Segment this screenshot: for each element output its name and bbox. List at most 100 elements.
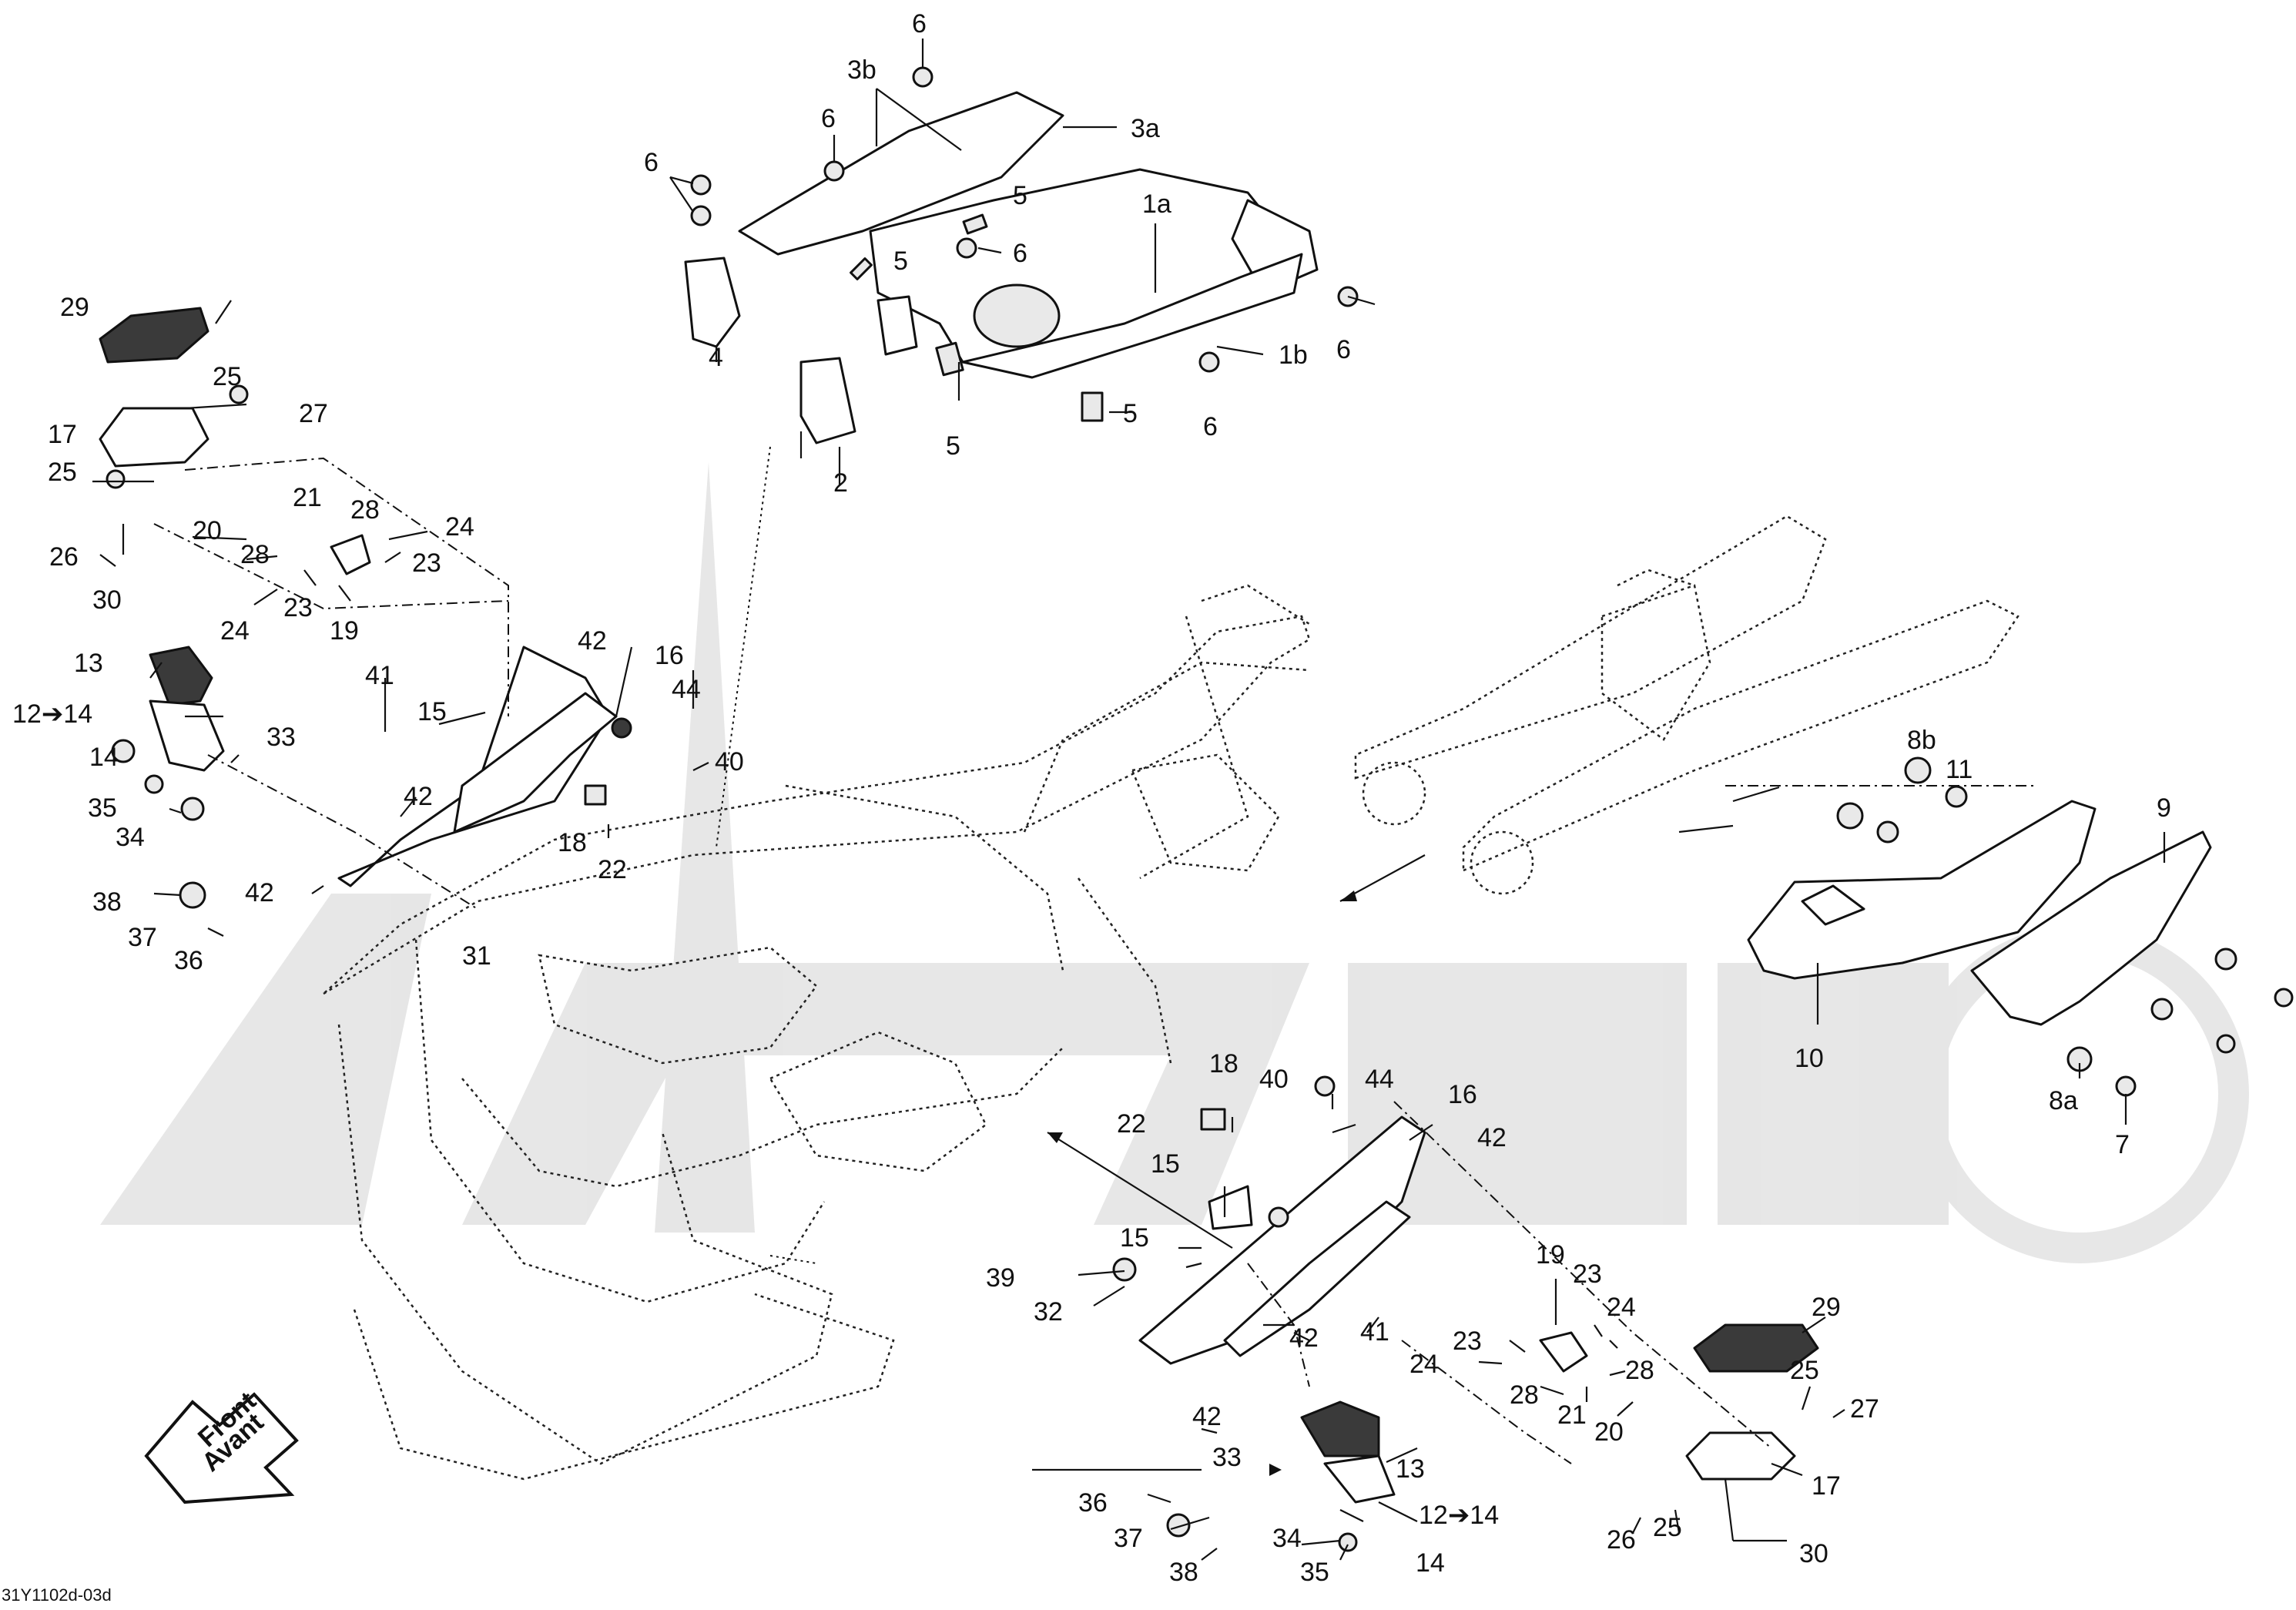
callout-38: 38	[92, 887, 122, 917]
callout-19: 19	[1536, 1240, 1565, 1270]
callout-23: 23	[1573, 1259, 1602, 1289]
callout-42: 42	[1192, 1402, 1222, 1431]
callout-30: 30	[1799, 1539, 1828, 1568]
callout-10: 10	[1795, 1044, 1824, 1073]
callout-15: 15	[417, 697, 447, 726]
callout-42: 42	[404, 782, 433, 811]
callout-16: 16	[1448, 1080, 1477, 1109]
callout-39: 39	[986, 1263, 1015, 1293]
callout-25: 25	[1790, 1356, 1819, 1385]
callout-32: 32	[1034, 1297, 1063, 1327]
callout-16: 16	[655, 641, 684, 670]
assembly-lines	[153, 446, 2033, 1476]
callout-5: 5	[1013, 181, 1027, 210]
watermark-logo	[100, 462, 2249, 1263]
callout-34: 34	[1272, 1524, 1302, 1553]
callout-9: 9	[2157, 793, 2171, 823]
callout-44: 44	[672, 675, 701, 704]
callout-34: 34	[116, 823, 145, 852]
callout-13: 13	[1396, 1454, 1425, 1484]
callout-29: 29	[60, 293, 89, 322]
callout-12-14: 12➔14	[12, 699, 92, 729]
right-footrest-assembly	[1112, 1075, 1819, 1552]
callout-6: 6	[1203, 412, 1218, 441]
callout-1a: 1a	[1142, 190, 1171, 219]
callout-22: 22	[1117, 1109, 1146, 1139]
callout-7: 7	[2115, 1130, 2130, 1159]
callout-1b: 1b	[1279, 340, 1308, 370]
callout-15: 15	[1151, 1149, 1180, 1179]
callout-36: 36	[1078, 1488, 1108, 1518]
callout-41: 41	[365, 661, 394, 690]
callout-18: 18	[1209, 1049, 1238, 1078]
callout-40: 40	[1259, 1065, 1289, 1094]
callout-26: 26	[1607, 1525, 1636, 1555]
callout-6: 6	[1013, 239, 1027, 268]
callout-21: 21	[293, 483, 322, 512]
callout-12-14: 12➔14	[1419, 1501, 1499, 1530]
callout-29: 29	[1812, 1293, 1841, 1322]
callout-25: 25	[213, 362, 242, 391]
callout-23: 23	[412, 548, 441, 578]
callout-25: 25	[48, 458, 77, 487]
callout-5: 5	[1123, 399, 1138, 428]
callout-14: 14	[1416, 1548, 1445, 1578]
callout-41: 41	[1360, 1317, 1389, 1347]
document-code: 31Y1102d-03d	[2, 1585, 112, 1605]
front-direction-arrow: Front Avant	[144, 1387, 299, 1504]
callout-23: 23	[1453, 1327, 1482, 1356]
callout-27: 27	[1850, 1394, 1879, 1424]
callout-33: 33	[1212, 1443, 1242, 1472]
callout-42: 42	[245, 878, 274, 907]
callout-24: 24	[1607, 1293, 1636, 1322]
callout-28: 28	[350, 495, 380, 525]
callout-38: 38	[1169, 1558, 1198, 1587]
callout-3b: 3b	[847, 55, 877, 85]
callout-6: 6	[1336, 335, 1351, 364]
callout-28: 28	[1625, 1356, 1654, 1385]
callout-37: 37	[1114, 1524, 1143, 1553]
callout-6: 6	[821, 104, 836, 133]
callout-8a: 8a	[2049, 1086, 2078, 1115]
callout-25: 25	[1653, 1513, 1682, 1542]
callout-17: 17	[1812, 1471, 1841, 1501]
callout-4: 4	[709, 343, 723, 372]
callout-36: 36	[174, 946, 203, 975]
leader-lines	[92, 39, 2166, 1561]
callout-labels: 6 3b 3a 6 6 5 1a 6 5 1b 6 4 5 6 5 2 29 2…	[12, 9, 2171, 1587]
callout-40: 40	[715, 747, 744, 776]
callout-42: 42	[1477, 1123, 1507, 1152]
callout-19: 19	[330, 616, 359, 646]
bumper-brackets-group	[684, 66, 1359, 444]
callout-18: 18	[558, 828, 587, 857]
callout-13: 13	[74, 649, 103, 678]
callout-35: 35	[1300, 1558, 1329, 1587]
callout-15: 15	[1120, 1223, 1149, 1253]
callout-5: 5	[946, 431, 960, 461]
callout-35: 35	[88, 793, 117, 823]
callout-24: 24	[445, 512, 474, 542]
callout-21: 21	[1557, 1400, 1587, 1430]
callout-6: 6	[644, 148, 659, 177]
callout-5: 5	[893, 247, 908, 276]
callout-24: 24	[220, 616, 250, 646]
callout-24: 24	[1409, 1350, 1439, 1379]
callout-28: 28	[240, 540, 270, 569]
callout-42: 42	[578, 626, 607, 656]
callout-17: 17	[48, 420, 77, 449]
callout-27: 27	[299, 399, 328, 428]
callout-6: 6	[912, 9, 927, 39]
callout-28: 28	[1510, 1380, 1539, 1410]
callout-14: 14	[89, 743, 119, 772]
callout-33: 33	[266, 723, 296, 752]
swing-arm-guard	[1747, 756, 2294, 1097]
callout-26: 26	[49, 542, 79, 572]
callout-31: 31	[462, 941, 491, 971]
callout-20: 20	[1594, 1417, 1624, 1447]
callout-44: 44	[1365, 1065, 1394, 1094]
callout-37: 37	[128, 923, 157, 952]
callout-30: 30	[92, 585, 122, 615]
callout-11: 11	[1946, 755, 1973, 784]
callout-42: 42	[1289, 1323, 1319, 1353]
